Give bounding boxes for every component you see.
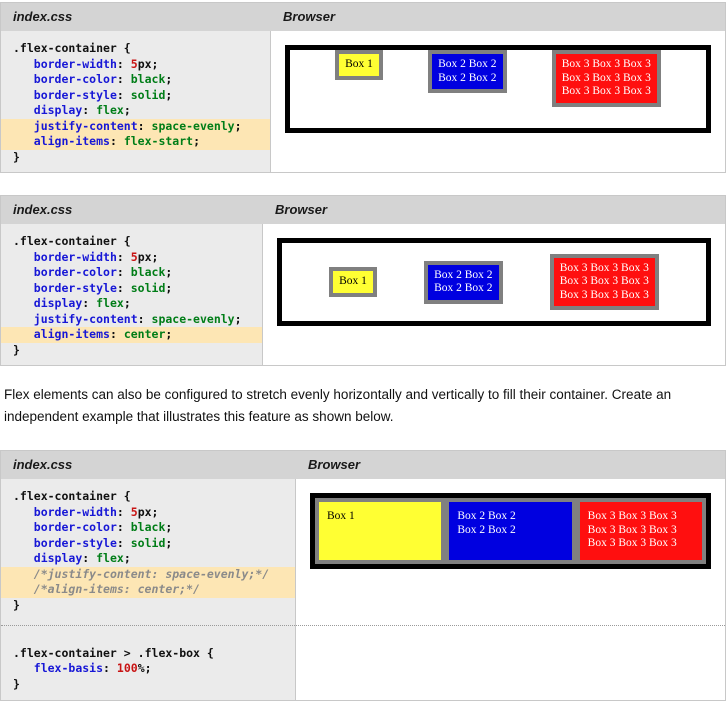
panel-1-code[interactable]: .flex-container { border-width: 5px; bor… [1,31,270,172]
panel-1-browser-header: Browser [283,9,336,24]
panel-2-browser-pane: Box 1 Box 2 Box 2 Box 2 Box 2 Box 3 Box … [263,224,725,365]
panel-2-code[interactable]: .flex-container { border-width: 5px; bor… [1,224,262,365]
panel-3-demo: Box 1 Box 2 Box 2 Box 2 Box 2 Box 3 Box … [296,479,725,625]
panel-2-demo: Box 1 Box 2 Box 2 Box 2 Box 2 Box 3 Box … [263,224,725,326]
code-line: border-width: 5px; [33,56,159,71]
code-line: } [13,342,20,357]
flex-container: Box 1 Box 2 Box 2 Box 2 Box 2 Box 3 Box … [277,238,711,326]
code-line-highlighted: align-items: center; [1,327,262,343]
panel-3-css-pane: .flex-container { border-width: 5px; bor… [1,479,296,701]
code-line: border-width: 5px; [33,249,159,264]
code-line: display: flex; [33,296,131,310]
code-line: .flex-container > .flex-box { [13,645,214,660]
panel-2-browser-header: Browser [275,202,328,217]
instruction-paragraph: Flex elements can also be configured to … [4,387,675,424]
browser-block-divider [296,625,725,626]
code-line: border-style: solid; [33,280,173,295]
code-line: } [13,149,20,164]
panel-3-browser-empty [296,626,725,700]
code-line: border-style: solid; [33,535,173,550]
panel-3-header-bar: index.css Browser [1,451,725,479]
example-panel-2: index.css Browser .flex-container { bord… [0,195,726,366]
panel-2-body: .flex-container { border-width: 5px; bor… [1,224,725,365]
panel-3-code-block-1[interactable]: .flex-container { border-width: 5px; bor… [1,479,295,625]
flex-container: Box 1 Box 2 Box 2 Box 2 Box 2 Box 3 Box … [310,493,711,569]
panel-3-browser-pane: Box 1 Box 2 Box 2 Box 2 Box 2 Box 3 Box … [296,479,725,700]
panel-1-body: .flex-container { border-width: 5px; bor… [1,31,725,172]
code-line: flex-basis: 100%; [33,661,152,675]
panel-1-header-bar: index.css Browser [1,3,725,31]
code-line: border-width: 5px; [33,504,159,519]
flex-box-3: Box 3 Box 3 Box 3 Box 3 Box 3 Box 3 Box … [549,253,659,311]
panel-2-css-header: index.css [13,202,73,217]
code-line-highlighted: align-items: flex-start; [1,134,270,150]
code-line-highlighted: /*justify-content: space-evenly;*/ [1,566,295,582]
code-line: display: flex; [33,551,131,565]
code-line: } [13,676,20,691]
panel-3-code-block-2[interactable]: .flex-container > .flex-box { flex-basis… [1,626,295,701]
panel-3-browser-header: Browser [308,457,361,472]
code-line: .flex-container { [13,234,131,248]
code-line: display: flex; [33,103,131,117]
code-line: border-color: black; [33,520,173,534]
code-line: } [13,597,20,612]
code-line: justify-content: space-evenly; [33,311,242,326]
panel-1-css-header: index.css [13,9,73,24]
flex-box-2: Box 2 Box 2 Box 2 Box 2 [424,260,503,304]
panel-3-body: .flex-container { border-width: 5px; bor… [1,479,725,701]
code-line: .flex-container { [13,41,131,55]
flex-box-3: Box 3 Box 3 Box 3 Box 3 Box 3 Box 3 Box … [551,50,661,107]
flex-box-2: Box 2 Box 2 Box 2 Box 2 [445,498,576,564]
code-line: border-color: black; [33,265,173,279]
panel-1-demo: Box 1 Box 2 Box 2 Box 2 Box 2 Box 3 Box … [271,31,725,133]
flex-box-1: Box 1 [315,498,446,564]
flex-box-3: Box 3 Box 3 Box 3 Box 3 Box 3 Box 3 Box … [575,498,706,564]
code-block-divider [1,624,295,626]
example-panel-1: index.css Browser .flex-container { bord… [0,2,726,173]
flex-container: Box 1 Box 2 Box 2 Box 2 Box 2 Box 3 Box … [285,45,711,133]
code-line: border-style: solid; [33,87,173,102]
panel-2-header-bar: index.css Browser [1,196,725,224]
code-line-highlighted: justify-content: space-evenly; [1,118,270,134]
panel-2-css-pane: .flex-container { border-width: 5px; bor… [1,224,263,365]
flex-box-1: Box 1 [335,50,383,80]
flex-box-2: Box 2 Box 2 Box 2 Box 2 [428,50,507,93]
code-line: border-color: black; [33,72,173,86]
code-line-highlighted: /*align-items: center;*/ [1,582,295,598]
example-panel-3: index.css Browser .flex-container { bord… [0,450,726,701]
code-line: .flex-container { [13,489,131,503]
panel-1-css-pane: .flex-container { border-width: 5px; bor… [1,31,271,172]
panel-3-css-header: index.css [13,457,73,472]
flex-box-1: Box 1 [329,267,377,297]
panel-1-browser-pane: Box 1 Box 2 Box 2 Box 2 Box 2 Box 3 Box … [271,31,725,172]
